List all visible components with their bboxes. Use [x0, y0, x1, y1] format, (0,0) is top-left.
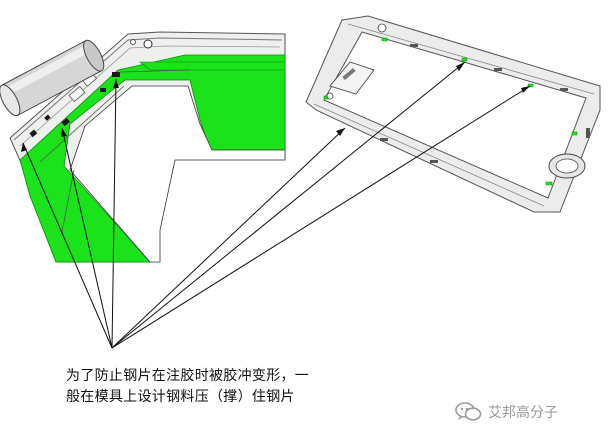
green-pad-4: [545, 181, 553, 186]
green-pad-2: [381, 37, 388, 42]
leader-line-2: [61, 127, 113, 349]
press-pad-2: [61, 117, 70, 127]
arrowhead-4: [336, 128, 345, 136]
screw-hole: [143, 39, 153, 49]
arrowhead-5: [456, 62, 465, 71]
leader-line-6: [111, 85, 531, 349]
leader-arrowheads: [21, 62, 530, 152]
phone-frame-rim: [313, 23, 595, 207]
caption-line-1: 为了防止钢片在注胶时被胶冲变形，一: [66, 368, 310, 384]
watermark-text: 艾邦高分子: [488, 405, 558, 421]
closeup-view: [0, 31, 286, 263]
green-pad-1: [461, 57, 468, 62]
arrowhead-2: [61, 128, 67, 137]
arrowhead-3: [113, 79, 119, 88]
cylinder-part: [0, 39, 105, 117]
corner-boss-2: [326, 92, 334, 100]
clip-2: [494, 68, 502, 71]
press-pad-3: [112, 72, 120, 77]
arrowhead-1: [21, 143, 27, 152]
earpiece-slot: [342, 67, 356, 81]
steel-plate-band-top: [139, 61, 286, 71]
earpiece-block: [329, 61, 375, 95]
screw-hole-2: [130, 39, 136, 45]
phone-frame-view: [305, 15, 601, 213]
watermark: 艾邦高分子: [454, 400, 558, 424]
clip-6: [586, 128, 590, 138]
clip-3: [560, 88, 568, 91]
clip-4: [430, 160, 438, 163]
corner-boss-1: [377, 23, 387, 33]
clip-5: [380, 138, 388, 141]
press-pad-5: [44, 114, 51, 121]
closeup-display-opening: [69, 85, 286, 263]
bracket-part: [68, 85, 86, 103]
press-pad-1: [29, 129, 38, 138]
press-pad-4: [100, 88, 106, 92]
closeup-inner-edge: [39, 69, 191, 233]
closeup-frame-ridge: [13, 37, 283, 141]
leader-line-3: [111, 78, 117, 349]
arrowhead-6: [521, 86, 530, 93]
leader-line-1: [22, 142, 113, 349]
leader-lines: [22, 61, 531, 349]
leader-line-4: [111, 127, 346, 349]
caption-line-2: 般在模具上设计钢料压（撑）住钢片: [66, 389, 295, 405]
wechat-logo-icon: [455, 402, 482, 421]
steel-plate-green: [19, 54, 286, 263]
leader-line-5: [111, 61, 466, 349]
home-button-hole: [555, 158, 579, 174]
caption-text: 为了防止钢片在注胶时被胶冲变形，一 般在模具上设计钢料压（撑）住钢片: [66, 366, 366, 408]
green-pad-3: [527, 83, 534, 88]
green-pad-6: [571, 131, 578, 136]
clip-1: [410, 44, 418, 47]
